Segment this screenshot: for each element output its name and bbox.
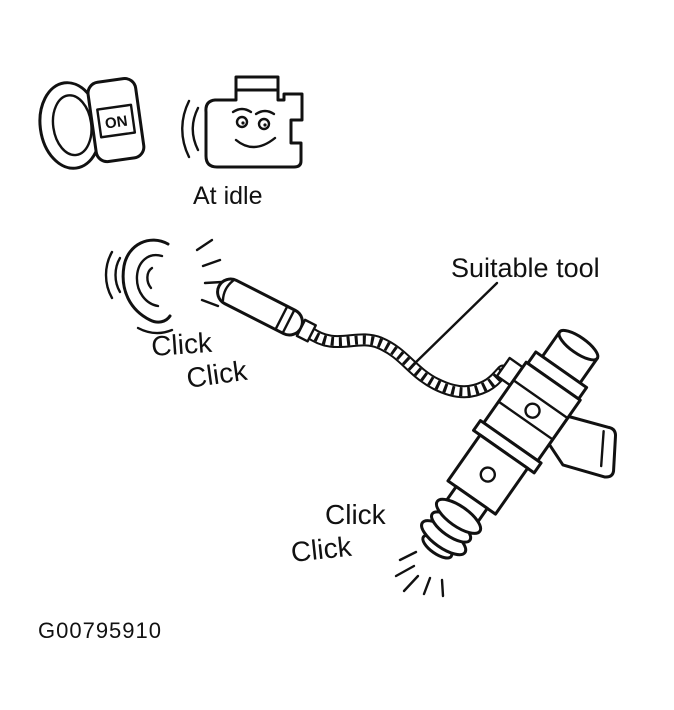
engine-at-idle-icon [181,75,304,169]
click-emphasis-ear [195,238,224,308]
click-emphasis-tip [394,550,445,598]
suitable-tool-label: Suitable tool [451,253,600,283]
injector-oring [434,497,483,535]
ear-helix [135,253,164,308]
ear-motion-arc [136,326,174,335]
sound-arc [114,256,122,294]
injector-body-hole-upper [524,402,541,419]
tool-handle [216,277,317,343]
tool-handle-collar [295,318,317,343]
listening-ear-icon [104,238,224,335]
vibration-arc [191,106,200,152]
fuel-injector [420,328,617,560]
key-on-box [96,103,137,139]
engine-pupil-left [241,121,245,125]
engine-smile [234,136,277,149]
tool-handle-body [216,277,304,337]
vibration-arc [181,99,191,159]
engine-body [204,88,304,169]
tool-handle-butt [221,279,235,302]
injector-body-hole-lower [479,466,496,483]
ear-outline [121,238,172,324]
injector-body-band [497,400,554,441]
sound-arc [104,250,114,300]
injector-connector-line [599,429,605,468]
engine-top-flange [234,75,280,92]
injector-top-cap-top [557,328,600,362]
tool-handle-band [281,308,296,335]
at-idle-label: At idle [193,182,262,210]
engine-brow-right [254,109,276,116]
suitable-tool-leader-line [410,281,499,368]
ignition-key-on-icon: ON [38,77,146,170]
injector-connector [547,415,617,479]
figure-id: G00795910 [38,618,162,643]
key-on-label: ON [104,113,129,133]
click-label-tip-1: Click [325,499,387,530]
engine-pupil-right [263,123,267,127]
suitable-tool-probe [216,277,510,399]
engine-brow-left [231,107,253,114]
injector-body-band [512,379,569,420]
click-label-ear-2: Click [185,355,250,394]
tool-handle-band [274,305,289,331]
click-label-tip-2: Click [289,531,354,568]
ear-inner-fold [146,266,154,290]
tool-shaft-texture [306,328,507,397]
click-label-ear-1: Click [150,327,214,362]
